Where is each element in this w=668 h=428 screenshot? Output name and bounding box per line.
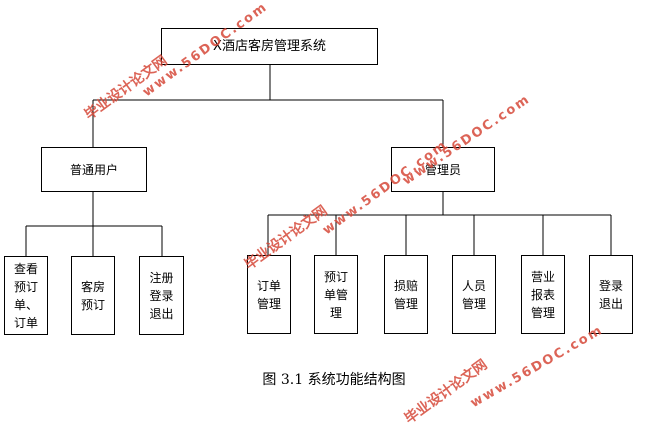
leaf-node: 订单管理 (247, 255, 291, 334)
leaf-label: 预订单管理 (323, 269, 348, 320)
connector-lines (25, 65, 612, 256)
leaf-node: 损赔管理 (384, 255, 428, 334)
leaf-node: 预订单管理 (314, 255, 358, 334)
leaf-label: 查看预订单、订单 (13, 261, 38, 330)
leaf-label: 客房预订 (80, 279, 105, 312)
leaf-node: 客房预订 (71, 256, 115, 335)
leaf-node: 注册登录退出 (139, 256, 184, 335)
leaf-label: 营业报表管理 (530, 269, 555, 320)
branch-node-admin: 管理员 (391, 147, 495, 192)
branch-label: 管理员 (424, 162, 461, 177)
leaf-node: 人员管理 (452, 255, 496, 334)
figure-caption: 图 3.1 系统功能结构图 (262, 372, 406, 388)
leaf-label: 损赔管理 (393, 278, 418, 311)
root-node: X酒店客房管理系统 (161, 28, 378, 65)
branch-node-user: 普通用户 (41, 147, 147, 192)
leaf-node: 营业报表管理 (521, 255, 565, 334)
leaf-label: 订单管理 (256, 278, 281, 311)
leaf-label: 注册登录退出 (149, 270, 174, 321)
leaf-label: 登录退出 (598, 278, 623, 311)
branch-label: 普通用户 (69, 162, 118, 177)
root-label: X酒店客房管理系统 (213, 38, 326, 54)
leaf-label: 人员管理 (461, 278, 486, 311)
leaf-node: 查看预订单、订单 (4, 256, 48, 335)
leaf-node: 登录退出 (589, 255, 633, 334)
